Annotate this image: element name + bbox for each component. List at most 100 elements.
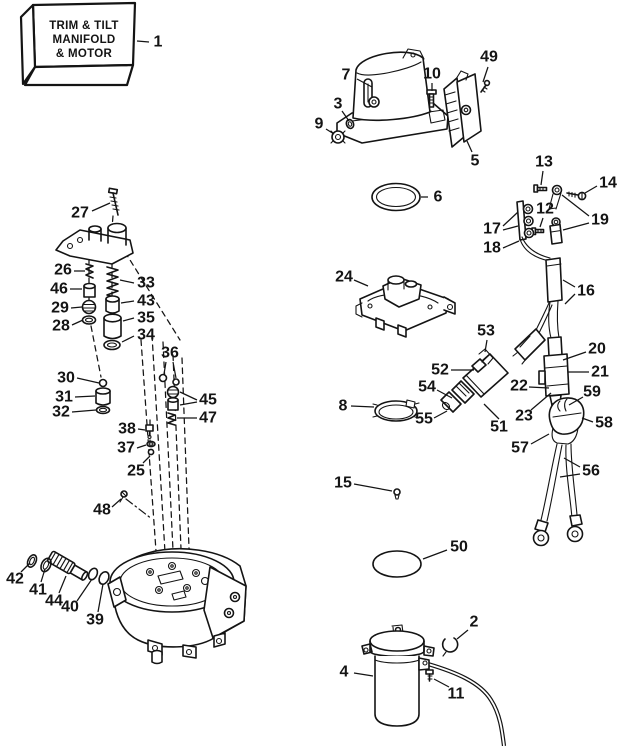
leader-line-44	[58, 575, 67, 594]
base-left-lug	[107, 576, 127, 608]
o-ring-40-drawing	[87, 567, 99, 581]
spring-33-drawing	[106, 266, 119, 299]
leader-line-55	[433, 410, 448, 419]
part-label-5: 5	[471, 153, 480, 170]
screw-13-drawing	[533, 184, 548, 193]
leader-line-41	[40, 568, 46, 583]
part-label-51: 51	[490, 419, 508, 436]
part-label-18: 18	[483, 240, 501, 257]
leader-line-19	[561, 194, 590, 217]
leader-line-4	[353, 672, 374, 677]
part-label-57: 57	[511, 440, 529, 457]
leader-line-58	[581, 417, 594, 423]
base-right-flange	[203, 566, 247, 639]
part-label-14: 14	[599, 175, 617, 192]
leader-line-29	[70, 306, 83, 309]
leader-line-25	[142, 455, 151, 464]
leader-line-17	[502, 225, 519, 231]
spring-47-drawing	[167, 412, 176, 426]
motor-wire	[427, 661, 507, 746]
part-label-13: 13	[535, 154, 553, 171]
part-label-1: 1	[154, 34, 163, 51]
leader-line-2	[456, 629, 469, 640]
screw-49-drawing	[480, 79, 491, 93]
part-label-28: 28	[52, 318, 70, 335]
manifold-base-drawing	[107, 548, 247, 665]
leader-line-7	[356, 78, 373, 88]
part-label-34: 34	[137, 327, 155, 344]
part-label-25: 25	[127, 463, 145, 480]
bolt-48-drawing	[119, 490, 128, 503]
leader-line-16	[562, 279, 576, 288]
leader-line-15	[353, 483, 393, 492]
o-ring-37-drawing	[146, 440, 156, 448]
leader-line-34	[121, 335, 135, 343]
part-label-59: 59	[583, 384, 601, 401]
part-label-44: 44	[45, 593, 63, 610]
part-label-6: 6	[434, 189, 443, 206]
clip-53	[478, 348, 494, 365]
terminal-19-upper-drawing	[548, 184, 563, 210]
part-label-17: 17	[483, 221, 501, 238]
leader-line-51	[483, 403, 500, 420]
part-label-55: 55	[415, 411, 433, 428]
leader-line-20	[562, 351, 587, 361]
part-label-47: 47	[199, 410, 217, 427]
part-35-drawing	[103, 313, 122, 340]
leader-line-49	[482, 66, 489, 83]
terminal-strip-17-drawing	[516, 200, 535, 241]
connector-20-drawing	[538, 336, 570, 412]
part-label-58: 58	[595, 415, 613, 432]
harness-sleeve-16-drawing	[519, 236, 563, 339]
part-43-drawing	[105, 295, 120, 314]
leader-line-28	[71, 319, 84, 326]
title-line-2: MANIFOLD	[52, 34, 115, 46]
wires-56-drawing	[532, 443, 584, 547]
part-label-27: 27	[71, 205, 89, 222]
title-box-bottom	[23, 63, 135, 87]
alignment-dashdot-line	[125, 498, 153, 520]
part-label-49: 49	[480, 49, 498, 66]
part-label-26: 26	[54, 262, 72, 279]
screw-14-drawing	[566, 191, 587, 201]
part-31-drawing	[95, 387, 111, 406]
title-line-1: TRIM & TILT	[49, 20, 119, 32]
part-label-32: 32	[52, 404, 70, 421]
terminal-19-lower-drawing	[549, 217, 563, 245]
ball-25-drawing	[147, 448, 155, 456]
leader-line-50	[422, 549, 448, 560]
o-ring-6-drawing	[371, 182, 421, 212]
spring-26-drawing	[85, 263, 94, 279]
part-label-24: 24	[335, 269, 353, 286]
clamp-8-drawing	[372, 399, 420, 422]
part-label-40: 40	[61, 599, 79, 616]
collar-54	[451, 380, 475, 404]
leader-line-1	[136, 40, 150, 43]
part-label-7: 7	[342, 67, 351, 84]
leader-line-8	[350, 405, 375, 408]
ball-30-drawing	[98, 378, 108, 388]
solenoid-51-drawing	[440, 348, 509, 413]
leader-line-18	[502, 240, 520, 249]
part-label-53: 53	[477, 323, 495, 340]
cover-tab	[402, 48, 425, 60]
leader-line-16	[564, 293, 576, 305]
leader-line-43	[120, 300, 135, 304]
leader-line-54	[436, 389, 453, 399]
motor-cover-drawing	[336, 48, 449, 144]
connector-tab-21	[538, 370, 546, 385]
end-plate-drawing	[443, 70, 482, 148]
o-ring-50-drawing	[372, 550, 422, 578]
part-label-16: 16	[577, 283, 595, 300]
part-label-2: 2	[470, 614, 479, 631]
part-29-drawing	[81, 299, 97, 315]
leader-line-45	[179, 401, 198, 406]
leader-line-17	[502, 211, 519, 227]
part-label-31: 31	[55, 389, 73, 406]
part-label-21: 21	[591, 364, 609, 381]
leader-line-56	[559, 473, 581, 478]
leader-line-57	[530, 433, 550, 445]
leader-line-27	[91, 202, 111, 212]
grommet-9-drawing	[330, 130, 346, 144]
leader-line-14	[584, 185, 598, 194]
